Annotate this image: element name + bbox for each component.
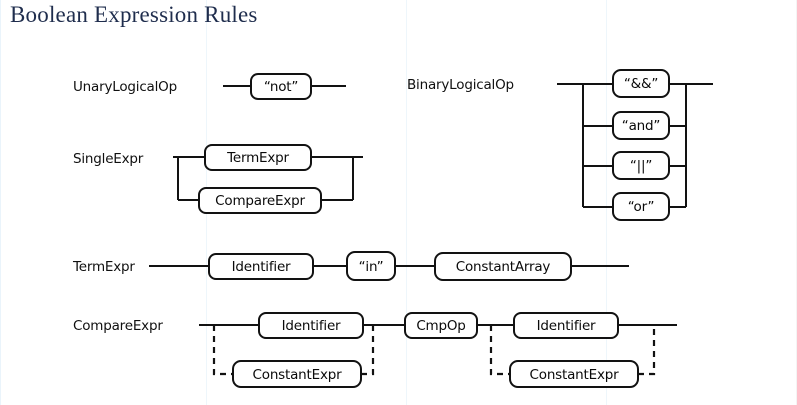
- nonterminal-box-compareexpr: CompareExpr: [198, 187, 322, 214]
- terminal-box-or-label: “or”: [628, 199, 655, 215]
- terminal-box-pipepipe-label: “||”: [630, 158, 652, 174]
- terminal-box-ampamp-shape: [612, 69, 670, 98]
- terminal-box-and: “and”: [612, 111, 670, 140]
- nonterminal-box-constantarray-label: ConstantArray: [456, 259, 551, 275]
- nonterminal-box-compareexpr-shape: [198, 187, 322, 214]
- rule-unary-logical-op: UnaryLogicalOp “not”: [73, 73, 346, 100]
- rail-optional-right-out: [638, 325, 656, 376]
- rail-optional-left-out: [361, 325, 375, 376]
- nonterminal-box-identifier-term: Identifier: [208, 253, 314, 280]
- rule-label-unary-logical-op: UnaryLogicalOp: [73, 79, 177, 95]
- terminal-box-ampamp: “&&”: [612, 69, 670, 98]
- rule-label-single-expr: SingleExpr: [73, 151, 144, 167]
- terminal-box-in: “in”: [346, 251, 396, 281]
- rule-label-binary-logical-op: BinaryLogicalOp: [407, 77, 514, 93]
- nonterminal-box-identifier-left-label: Identifier: [282, 318, 341, 334]
- nonterminal-box-identifier-right-shape: [513, 312, 619, 339]
- rule-single-expr: SingleExpr TermExpr CompareExpr: [73, 144, 363, 214]
- nonterminal-box-cmpop-label: CmpOp: [416, 318, 465, 334]
- page-title: Boolean Expression Rules: [10, 2, 258, 27]
- nonterminal-box-identifier-left: Identifier: [258, 312, 364, 339]
- nonterminal-box-identifier-right-label: Identifier: [537, 318, 596, 334]
- nonterminal-box-identifier-left-shape: [258, 312, 364, 339]
- nonterminal-box-cmpop: CmpOp: [404, 312, 478, 339]
- rule-binary-logical-op: BinaryLogicalOp “&&” “and” “||”: [407, 69, 713, 221]
- terminal-box-or: “or”: [612, 192, 670, 221]
- terminal-box-in-shape: [346, 251, 396, 281]
- nonterminal-box-constantexpr-right-shape: [509, 360, 639, 388]
- nonterminal-box-cmpop-shape: [404, 312, 478, 339]
- rule-compare-expr: CompareExpr Identifier CmpOp Iden: [73, 312, 677, 388]
- terminal-box-and-label: “and”: [622, 118, 660, 134]
- rule-label-compare-expr: CompareExpr: [73, 318, 163, 334]
- rail-optional-right-in: [489, 325, 510, 376]
- nonterminal-box-constantexpr-left: ConstantExpr: [232, 360, 362, 388]
- terminal-box-and-shape: [612, 111, 670, 140]
- terminal-box-in-label: “in”: [359, 259, 384, 275]
- nonterminal-box-identifier-term-label: Identifier: [232, 259, 291, 275]
- nonterminal-box-termexpr-label: TermExpr: [226, 150, 289, 166]
- terminal-box-pipepipe: “||”: [612, 151, 670, 180]
- terminal-box-pipepipe-shape: [612, 151, 670, 180]
- nonterminal-box-termexpr: TermExpr: [204, 144, 312, 171]
- nonterminal-box-identifier-term-shape: [208, 253, 314, 280]
- nonterminal-box-constantexpr-right-label: ConstantExpr: [530, 367, 620, 383]
- terminal-box-not-label: “not”: [264, 79, 298, 95]
- nonterminal-box-constantexpr-left-label: ConstantExpr: [253, 367, 343, 383]
- nonterminal-box-compareexpr-label: CompareExpr: [215, 193, 305, 209]
- terminal-box-or-shape: [612, 192, 670, 221]
- nonterminal-box-constantarray-shape: [434, 252, 572, 281]
- terminal-box-ampamp-label: “&&”: [624, 76, 658, 92]
- rule-label-term-expr: TermExpr: [72, 259, 135, 275]
- terminal-box-not-shape: [250, 73, 312, 100]
- nonterminal-box-termexpr-shape: [204, 144, 312, 171]
- terminal-box-not: “not”: [250, 73, 312, 100]
- rule-term-expr: TermExpr Identifier “in” ConstantArray: [72, 251, 629, 281]
- nonterminal-box-constantexpr-right: ConstantExpr: [509, 360, 639, 388]
- nonterminal-box-identifier-right: Identifier: [513, 312, 619, 339]
- nonterminal-box-constantarray: ConstantArray: [434, 252, 572, 281]
- rail-optional-left-in: [212, 325, 233, 376]
- nonterminal-box-constantexpr-left-shape: [232, 360, 362, 388]
